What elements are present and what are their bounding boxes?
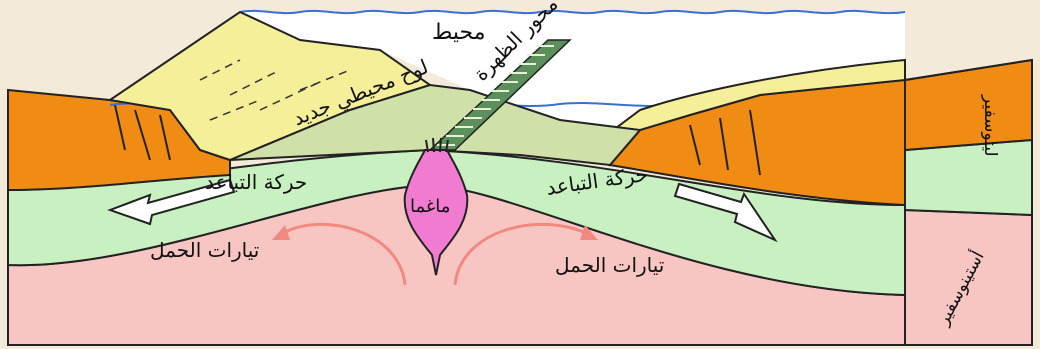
label-magma: ماغما — [410, 198, 450, 216]
label-divergence-left: حركة التباعد — [205, 172, 307, 192]
lithosphere-side-orange — [905, 60, 1032, 150]
label-convection-left: تيارات الحمل — [150, 240, 259, 260]
label-ocean: محيط — [432, 22, 486, 44]
lithosphere-side — [905, 140, 1032, 215]
label-lithosphere: ليتوسفير — [981, 95, 998, 157]
label-convection-right: تيارات الحمل — [555, 255, 664, 275]
